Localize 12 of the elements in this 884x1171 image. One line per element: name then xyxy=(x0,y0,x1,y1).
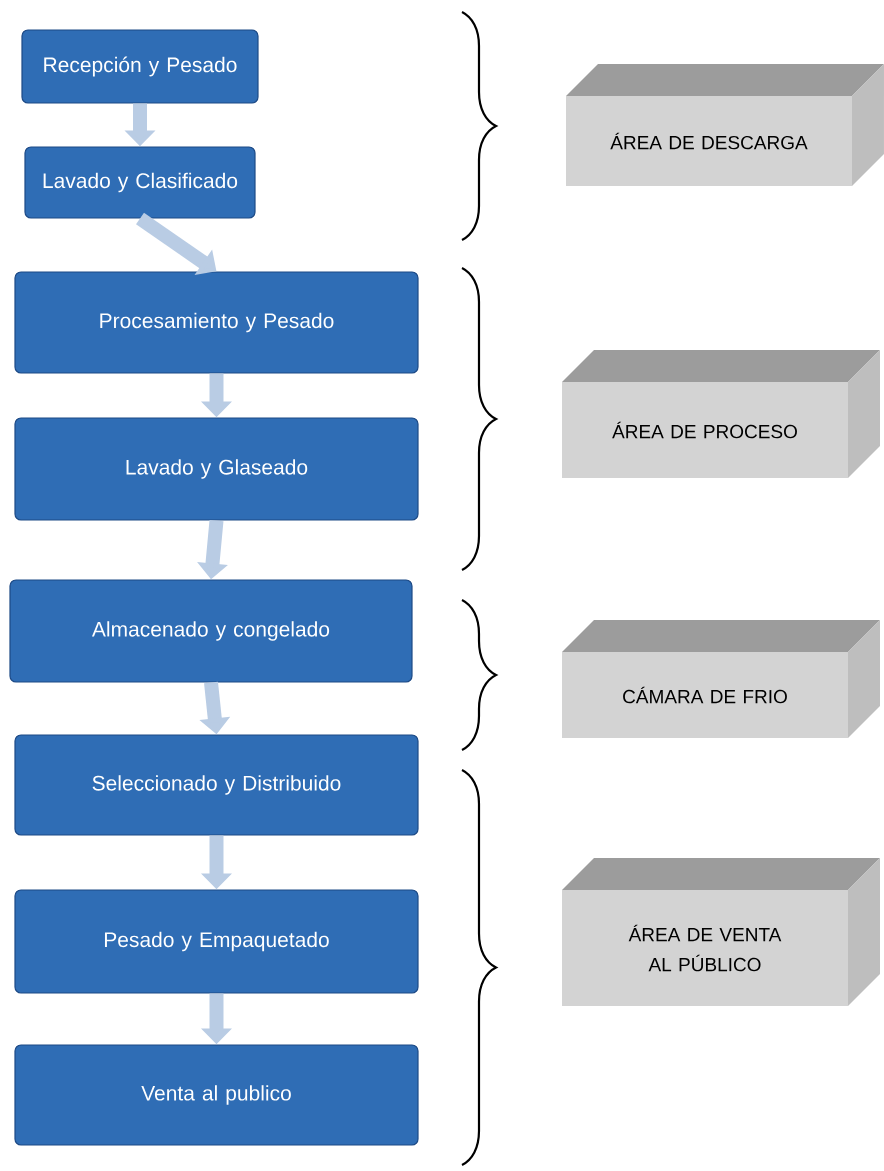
process-box: Seleccionado y Distribuido xyxy=(14,734,419,836)
block-box: CÁMARA DE FRIO xyxy=(562,620,880,738)
process-box: Lavado y Glaseado xyxy=(14,417,419,521)
process-box: Almacenado y congelado xyxy=(9,579,413,683)
process-box: Lavado y Clasificado xyxy=(24,146,256,219)
process-box: Venta al publico xyxy=(14,1044,419,1146)
process-box: Recepción y Pesado xyxy=(21,29,259,104)
process-box: Pesado y Empaquetado xyxy=(14,889,419,994)
process-box: Procesamiento y Pesado xyxy=(14,271,419,374)
block-box: ÁREA DE VENTA AL PÚBLICO xyxy=(562,858,880,1006)
block-box: ÁREA DE PROCESO xyxy=(562,350,880,478)
block-box: ÁREA DE DESCARGA xyxy=(566,64,884,186)
